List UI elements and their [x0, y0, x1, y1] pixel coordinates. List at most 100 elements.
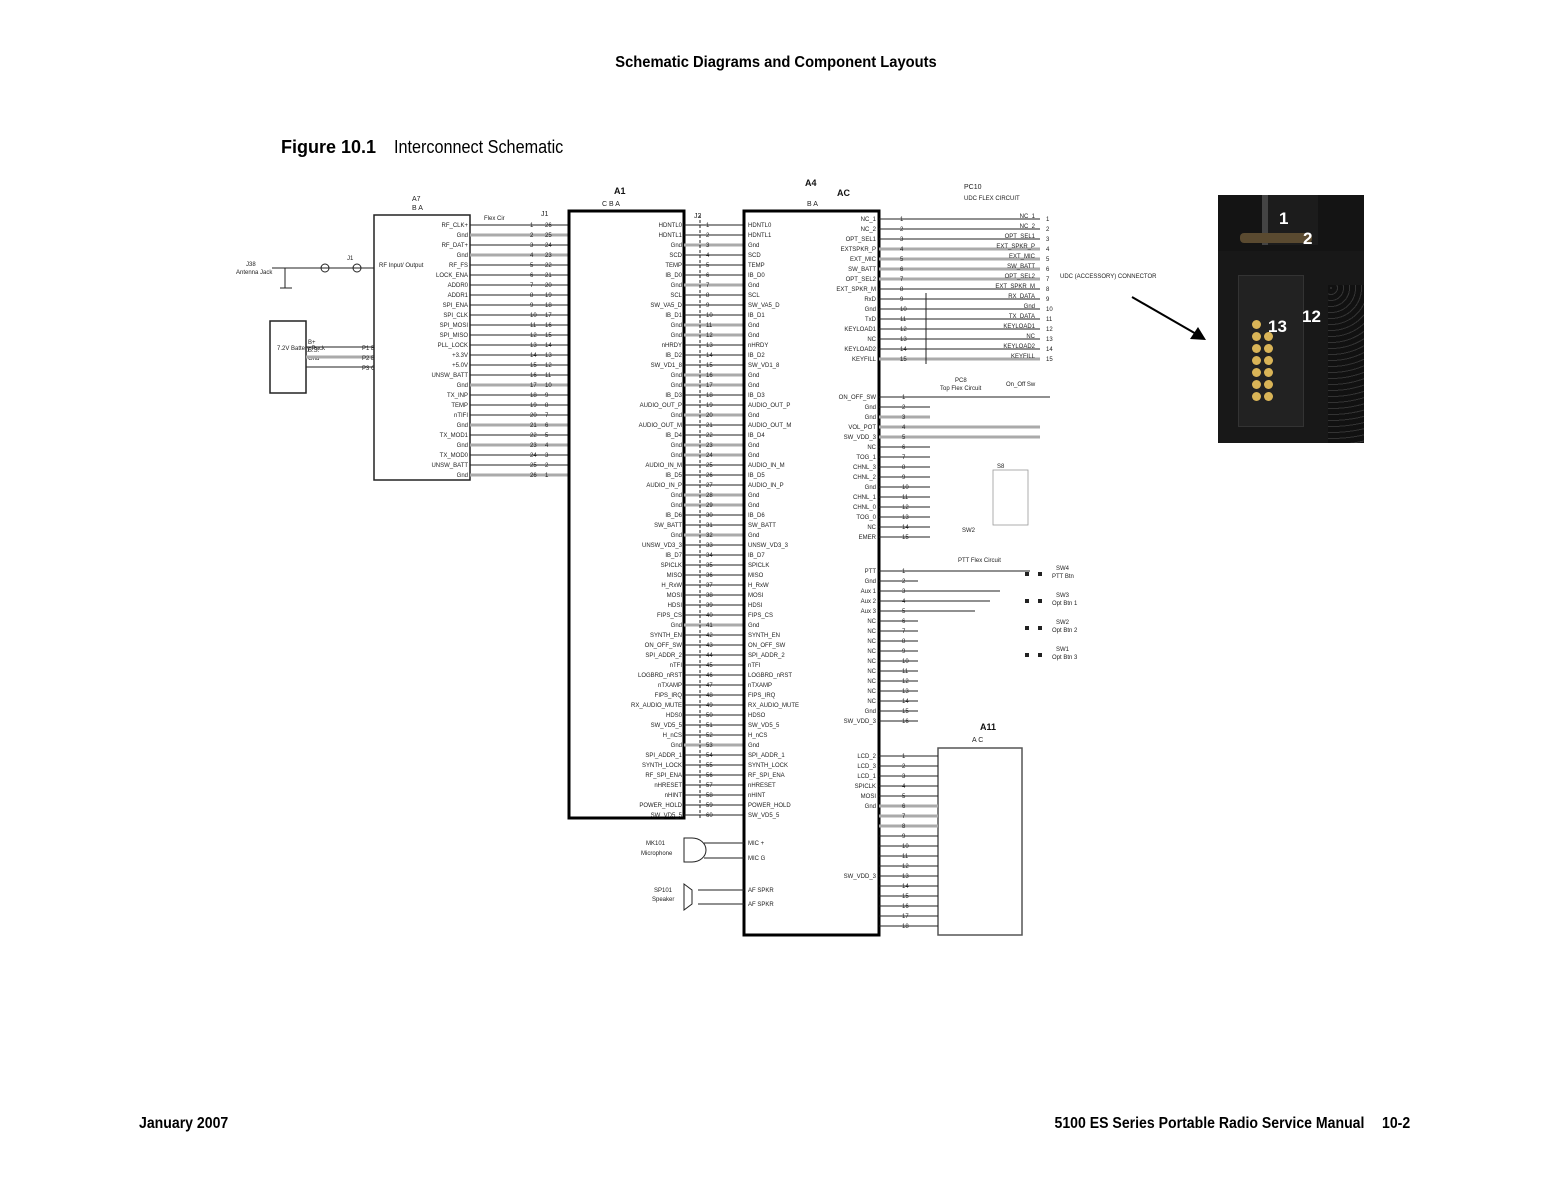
- callout-1: 1: [1279, 209, 1289, 228]
- a7-pin-label: +3.3V: [452, 353, 468, 359]
- j5-pin-number: 12: [902, 505, 909, 511]
- a4-j3-pin-label: RxD: [864, 297, 876, 303]
- a4-left-pin-label: IB_D0: [748, 273, 765, 279]
- a4-left-pin-label: IB_D5: [748, 473, 765, 479]
- a4-left-pin-label: HDNTL1: [748, 233, 772, 239]
- a4-j3-pin-label: OPT_SEL1: [846, 237, 877, 243]
- a1-right-pin-label: MOSI: [667, 593, 683, 599]
- j5-pin-number: 5: [902, 435, 906, 441]
- a4-j5-pin-label: TOG_1: [856, 455, 876, 461]
- page-number: 10-2: [1381, 1115, 1410, 1132]
- a4-j3-pin-label: Gnd: [865, 307, 876, 313]
- j2-pin-number: 17: [706, 383, 713, 389]
- callout-2: 2: [1303, 229, 1313, 248]
- pc10-pin-label: TX_DATA: [1009, 314, 1035, 320]
- pc10-pin-label: KEYLOAD2: [1003, 344, 1035, 350]
- j2-pin-number: 23: [706, 443, 713, 449]
- j2-pin-number: 58: [706, 793, 713, 799]
- a1-right-pin-label: HDSI: [668, 603, 683, 609]
- j5-pin-number: 15: [902, 535, 909, 541]
- j2-pin-number: 18: [706, 393, 713, 399]
- a4-j6-pin-label: NC: [867, 619, 876, 625]
- j2-pin-number: 53: [706, 743, 713, 749]
- j2-pin-number: 6: [706, 273, 710, 279]
- pc10-pin-label: NC_2: [1020, 224, 1036, 230]
- j2-pin-number: 25: [706, 463, 713, 469]
- udc-pin: [1264, 392, 1273, 401]
- j6-pin-number: 2: [902, 579, 906, 585]
- j1-pin-number: 23: [530, 443, 537, 449]
- j1-mating-number: 3: [545, 453, 549, 459]
- a4-left-pin-label: SPI_ADDR_2: [748, 653, 785, 659]
- j2-pin-number: 47: [706, 683, 713, 689]
- j1-mating-number: 2: [545, 463, 549, 469]
- pc10-pin-label: EXT_SPKR_P: [996, 244, 1035, 250]
- svg-text:PC10: PC10: [964, 184, 982, 191]
- udc-pin: [1264, 356, 1273, 365]
- j6-pin-number: 15: [902, 709, 909, 715]
- a4-left-pin-label: SPICLK: [748, 563, 769, 569]
- j1-mating-number: 25: [545, 233, 552, 239]
- j1-pin-number: 6: [530, 273, 534, 279]
- j5-pin-number: 4: [902, 425, 906, 431]
- a4-j5-pin-label: EMER: [859, 535, 877, 541]
- j6-pin-number: 8: [902, 639, 906, 645]
- a1-right-pin-label: IB_D0: [665, 273, 682, 279]
- a1-right-pin-label: FIPS_IRQ: [655, 693, 683, 699]
- callout-12: 12: [1302, 307, 1321, 326]
- a4-left-pin-label: HDNTL0: [748, 223, 772, 229]
- a1-right-pin-label: HDNTL1: [659, 233, 683, 239]
- a4-left-pin-label: IB_D4: [748, 433, 765, 439]
- a1-right-pin-label: AUDIO_IN_P: [646, 483, 682, 489]
- svg-text:B.S.: B.S.: [308, 348, 320, 354]
- j1-pin-number: 21: [530, 423, 537, 429]
- a1-right-pin-label: H_nCS: [663, 733, 682, 739]
- pc10-pin-number: 1: [1046, 217, 1050, 223]
- j2-pin-number: 3: [706, 243, 710, 249]
- a7-pin-label: UNSW_BATT: [431, 463, 468, 469]
- a4-j3-pin-label: NC: [867, 337, 876, 343]
- pc10-pin-number: 6: [1046, 267, 1050, 273]
- j2-pin-number: 22: [706, 433, 713, 439]
- j2-pin-number: 46: [706, 673, 713, 679]
- a7-pin-label: +5.0V: [452, 363, 468, 369]
- j3-pin-number: 7: [900, 277, 904, 283]
- j6-pin-number: 5: [902, 609, 906, 615]
- j2-pin-number: 14: [706, 353, 713, 359]
- a1-right-pin-label: SPICLK: [661, 563, 682, 569]
- a1-right-pin-label: IB_D5: [665, 473, 682, 479]
- svg-text:J2: J2: [694, 213, 702, 220]
- a4-left-pin-label: MOSI: [748, 593, 764, 599]
- j2-pin-number: 21: [706, 423, 713, 429]
- pc10-pin-number: 4: [1046, 247, 1050, 253]
- pc8-flex: PC8 Top Flex Circuit On_Off Sw S8 SW2 ON…: [839, 378, 1050, 541]
- a1-right-pin-label: HDNTL0: [659, 223, 683, 229]
- a4-left-pin-label: Gnd: [748, 373, 759, 379]
- j2-pin-number: 49: [706, 703, 713, 709]
- a7-pin-label: Gnd: [457, 423, 468, 429]
- j3-pin-number: 8: [900, 287, 904, 293]
- a4-j6-pin-label: NC: [867, 639, 876, 645]
- j2-pin-number: 7: [706, 283, 710, 289]
- svg-text:AF SPKR: AF SPKR: [748, 888, 774, 894]
- a4-j5-pin-label: Gnd: [865, 405, 876, 411]
- figure-number: Figure 10.1: [281, 137, 377, 157]
- j1-mating-number: 19: [545, 293, 552, 299]
- a4-j3-pin-label: NC_1: [861, 217, 877, 223]
- a1-right-pin-label: FIPS_CS: [657, 613, 682, 619]
- svg-text:UDC FLEX CIRCUIT: UDC FLEX CIRCUIT: [964, 196, 1020, 202]
- antenna-jack: J38 Antenna Jack J1: [236, 256, 374, 289]
- a4-j4-pin-label: SW_VDD_3: [844, 874, 877, 880]
- a1-right-pin-label: AUDIO_OUT_P: [640, 403, 682, 409]
- a4-left-pin-label: RX_AUDIO_MUTE: [748, 703, 799, 709]
- j3-pin-number: 3: [900, 237, 904, 243]
- udc-pin: [1252, 332, 1261, 341]
- udc-pin: [1252, 320, 1261, 329]
- a4-left-pin-label: AUDIO_OUT_P: [748, 403, 790, 409]
- udc-pin: [1252, 356, 1261, 365]
- a4-left-pin-label: SW_VD5_5: [748, 813, 780, 819]
- a1-right-pin-label: TEMP: [665, 263, 682, 269]
- a4-left-pin-label: HDSI: [748, 603, 763, 609]
- j2-pin-number: 56: [706, 773, 713, 779]
